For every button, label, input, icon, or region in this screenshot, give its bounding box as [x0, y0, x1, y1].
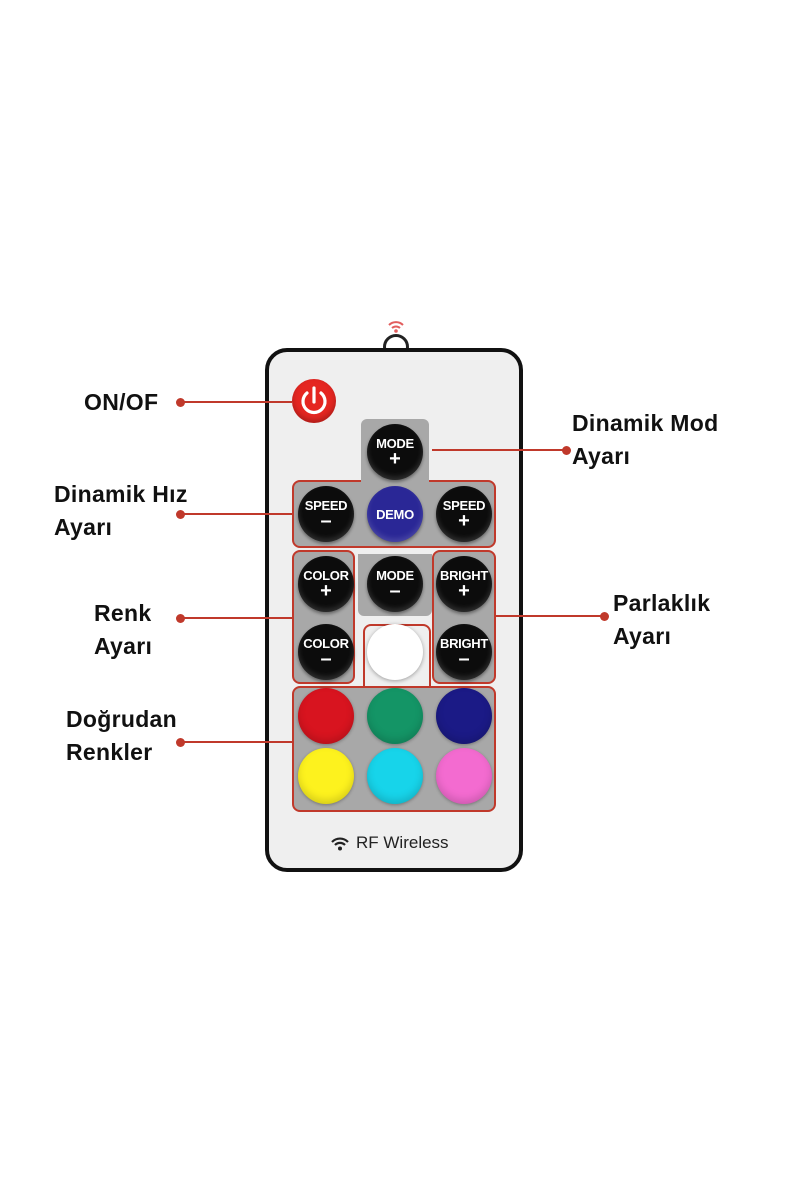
annotation-text: ON/OF [84, 389, 159, 415]
rf-wireless-label: RF Wireless [330, 831, 470, 855]
button-sign: + [458, 509, 470, 532]
wifi-icon [331, 837, 349, 851]
annotation-text: Renkler [66, 739, 153, 765]
signal-icon [388, 321, 404, 333]
red-color-button[interactable] [298, 688, 354, 744]
color-adjust-annotation: Renk Ayarı [94, 597, 152, 663]
button-sign: – [320, 647, 332, 670]
button-label: SPEED [304, 497, 348, 513]
brightness-annotation: Parlaklık Ayarı [613, 587, 710, 653]
button-label: BRIGHT [439, 567, 489, 583]
annotation-text: Ayarı [572, 443, 631, 469]
annotation-line [180, 401, 292, 403]
annotation-line [496, 615, 604, 617]
dynamic-mode-annotation: Dinamik Mod Ayarı [572, 407, 718, 473]
annotation-text: Ayarı [94, 633, 153, 659]
mode-plus-button[interactable]: MODE + [367, 424, 423, 480]
button-sign: – [458, 647, 470, 670]
annotation-line [432, 449, 566, 451]
button-sign: – [320, 509, 332, 532]
bright-minus-button[interactable]: BRIGHT – [436, 624, 492, 680]
annotation-text: Dinamik Mod [572, 410, 719, 436]
demo-button[interactable]: DEMO [367, 486, 423, 542]
color-minus-button[interactable]: COLOR – [298, 624, 354, 680]
annotation-text: Ayarı [613, 623, 672, 649]
power-icon [301, 386, 327, 415]
button-sign: + [458, 579, 470, 602]
button-label: MODE [376, 567, 414, 583]
annotation-text: Renk [94, 600, 152, 626]
annotation-dot [562, 446, 571, 455]
power-button[interactable] [292, 379, 336, 423]
blue-color-button[interactable] [436, 688, 492, 744]
button-label: BRIGHT [439, 635, 489, 651]
annotation-line [180, 741, 292, 743]
white-color-button[interactable] [367, 624, 423, 680]
annotation-line [180, 617, 292, 619]
direct-colors-annotation: Doğrudan Renkler [66, 703, 177, 769]
cyan-color-button[interactable] [367, 748, 423, 804]
button-label: COLOR [303, 635, 349, 651]
button-label: MODE [376, 435, 414, 451]
dynamic-speed-annotation: Dinamik Hız Ayarı [54, 478, 188, 544]
bright-plus-button[interactable]: BRIGHT + [436, 556, 492, 612]
button-label: SPEED [442, 497, 486, 513]
pink-color-button[interactable] [436, 748, 492, 804]
speed-minus-button[interactable]: SPEED – [298, 486, 354, 542]
button-sign: – [389, 579, 401, 602]
button-label: COLOR [303, 567, 349, 583]
yellow-color-button[interactable] [298, 748, 354, 804]
annotation-text: Ayarı [54, 514, 113, 540]
on-off-annotation: ON/OF [84, 386, 158, 419]
green-color-button[interactable] [367, 688, 423, 744]
button-sign: + [320, 579, 332, 602]
mode-minus-button[interactable]: MODE – [367, 556, 423, 612]
annotation-text: Dinamik Hız [54, 481, 188, 507]
button-sign: + [389, 447, 401, 470]
speed-plus-button[interactable]: SPEED + [436, 486, 492, 542]
color-plus-button[interactable]: COLOR + [298, 556, 354, 612]
annotation-dot [600, 612, 609, 621]
annotation-text: Doğrudan [66, 706, 177, 732]
annotation-line [180, 513, 292, 515]
rf-wireless-text: RF Wireless [356, 833, 449, 852]
annotation-text: Parlaklık [613, 590, 711, 616]
button-label: DEMO [376, 506, 414, 522]
